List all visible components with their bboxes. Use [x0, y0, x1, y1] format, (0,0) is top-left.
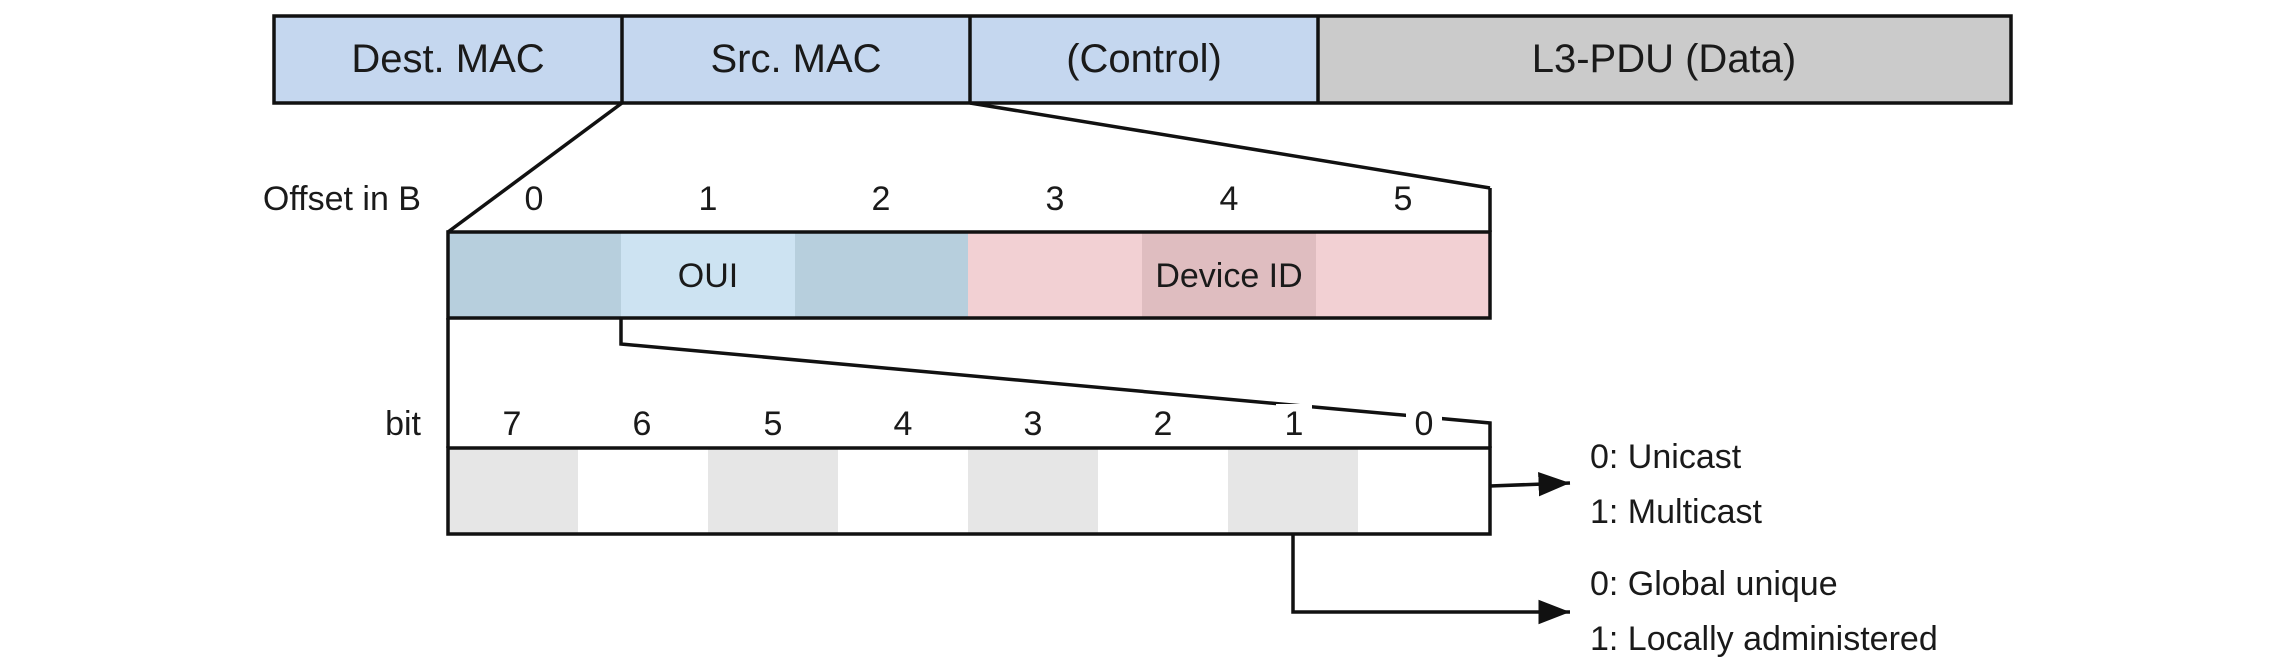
- offset-tick: 5: [1394, 180, 1413, 218]
- bit-cell: [708, 448, 838, 534]
- offset-tick: 2: [872, 180, 891, 218]
- cast-option-unicast: 0: Unicast: [1590, 438, 1742, 476]
- admin-option-global: 0: Global unique: [1590, 565, 1838, 603]
- bit-cell: [578, 448, 708, 534]
- device-id-label: Device ID: [1155, 257, 1302, 295]
- bit-tick: 6: [633, 405, 652, 443]
- byte-cell: [621, 232, 795, 318]
- byte-cell: [968, 232, 1142, 318]
- cast-option-multicast: 1: Multicast: [1590, 493, 1762, 531]
- oui-section: OUI: [448, 232, 968, 318]
- frame-field-label: Src. MAC: [710, 37, 881, 81]
- byte-cell: [1142, 232, 1316, 318]
- bit-axis-label: bit: [385, 405, 421, 443]
- byte-cell: [795, 232, 968, 318]
- bit-tick: 0: [1415, 405, 1434, 443]
- frame-field-dest-mac: Dest. MAC: [274, 16, 622, 103]
- offset-tick: 0: [525, 180, 544, 218]
- admin-annotation: 0: Global unique 1: Locally administered: [1291, 534, 1938, 658]
- frame-field-src-mac: Src. MAC: [622, 16, 970, 103]
- bit-cell: [838, 448, 968, 534]
- bit-cell: [448, 448, 578, 534]
- byte-cell: [1316, 232, 1490, 318]
- byte-cell: [448, 232, 621, 318]
- first-byte-bits: bit 7 6 5 4 3 2 1 0: [385, 404, 1492, 536]
- frame-field-l3-pdu: L3-PDU (Data): [1318, 16, 2011, 103]
- frame-field-label: (Control): [1066, 37, 1222, 81]
- bit-tick: 4: [894, 405, 913, 443]
- offset-tick: 4: [1220, 180, 1239, 218]
- oui-label: OUI: [678, 257, 738, 295]
- bit-cell: [1358, 448, 1490, 534]
- bit-cell: [1098, 448, 1228, 534]
- frame-field-label: L3-PDU (Data): [1532, 37, 1797, 81]
- offset-tick: 1: [699, 180, 718, 218]
- bit-tick: 2: [1154, 405, 1173, 443]
- zoom-lines-src-mac: [446, 101, 1492, 234]
- mac-address: Offset in B 0 1 2 3 4 5 OUI Device ID: [263, 180, 1492, 320]
- admin-option-local: 1: Locally administered: [1590, 620, 1938, 658]
- frame-field-label: Dest. MAC: [351, 37, 544, 81]
- bit-cell: [968, 448, 1098, 534]
- bit-tick: 1: [1285, 405, 1304, 443]
- bit-cell: [1228, 448, 1358, 534]
- cast-annotation: 0: Unicast 1: Multicast: [1489, 438, 1762, 531]
- ethernet-frame: Dest. MAC Src. MAC (Control) L3-PDU (Dat…: [272, 14, 2013, 105]
- bit-tick: 7: [503, 405, 522, 443]
- cast-arrow: [1489, 471, 1571, 497]
- bit-tick: 3: [1024, 405, 1043, 443]
- device-id-section: Device ID: [968, 232, 1490, 318]
- admin-arrow: [1291, 534, 1570, 625]
- offset-axis-label: Offset in B: [263, 180, 421, 218]
- offset-tick: 3: [1046, 180, 1065, 218]
- bit-ticks: 7 6 5 4 3 2 1 0: [494, 404, 1442, 443]
- zoom-lines-byte-0: [446, 318, 1492, 448]
- bit-tick: 5: [764, 405, 783, 443]
- frame-field-control: (Control): [970, 16, 1318, 103]
